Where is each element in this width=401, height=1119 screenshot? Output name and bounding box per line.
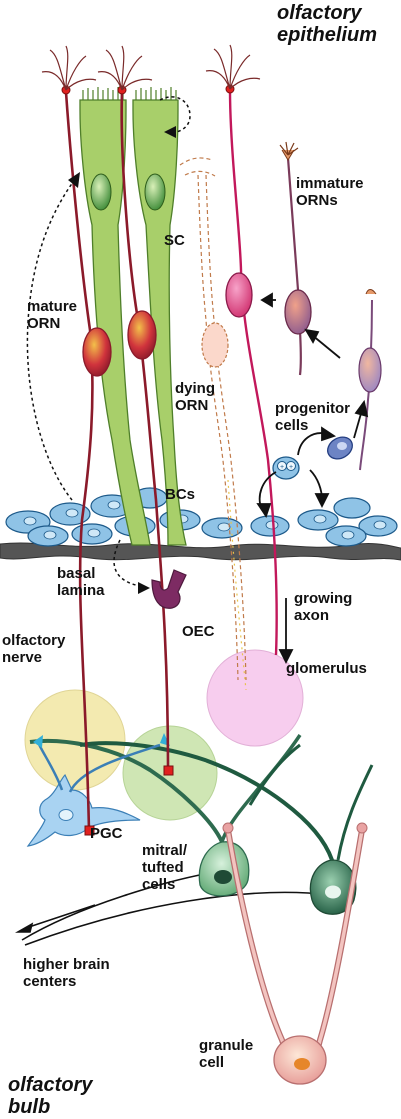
label-sc: SC (164, 232, 185, 249)
title-olfactory-epithelium: olfactory epithelium (277, 2, 378, 46)
dying-orn-axon-dashes (227, 479, 247, 691)
label-immature-orns: immature ORNs (296, 175, 364, 209)
progenitor-cells: + + (272, 436, 353, 480)
output-axons (14, 871, 331, 946)
dashed-arrows (26, 96, 191, 587)
label-olfactory-nerve: olfactory nerve (2, 632, 66, 666)
sustentacular-cells (79, 99, 187, 546)
label-basal-lamina: basal lamina (57, 565, 105, 599)
title-olfactory-bulb: olfactory bulb (8, 1074, 93, 1118)
label-mature-orn: mature ORN (27, 298, 78, 332)
arrowheads (68, 126, 176, 594)
immature-orn-2 (358, 289, 382, 471)
label-glomerulus: glomerulus (286, 660, 367, 677)
label-pgc: PGC (90, 825, 123, 842)
label-granule-cell: granule cell (199, 1037, 254, 1071)
svg-text:+: + (280, 464, 284, 471)
label-bcs: BCs (165, 486, 196, 503)
basal-cells (5, 487, 398, 547)
label-higher-brain-centers: higher brain centers (23, 956, 110, 990)
label-oec: OEC (182, 623, 215, 640)
mature-orn-2 (120, 91, 174, 776)
label-growing-axon: growing axon (294, 590, 353, 624)
mature-orn-3 (225, 89, 278, 656)
mature-orn-1 (64, 91, 112, 836)
immature-orn-1 (279, 141, 312, 376)
svg-text:+: + (289, 464, 293, 471)
glomerulus-pink (206, 649, 304, 747)
olfactory-ensheathing-cell (151, 569, 187, 609)
sc-nucleus-2 (144, 173, 166, 211)
sc-nucleus-1 (90, 173, 112, 211)
label-dying-orn: dying ORN (175, 380, 215, 414)
label-mitral-tufted-cells: mitral/ tufted cells (142, 842, 188, 893)
arrows (256, 292, 369, 665)
sc-microvilli (82, 87, 177, 100)
dying-orn (179, 157, 247, 681)
label-progenitor-cells: progenitor cells (275, 400, 350, 434)
granule-cell (222, 822, 368, 1085)
orn-cilia (41, 44, 261, 91)
